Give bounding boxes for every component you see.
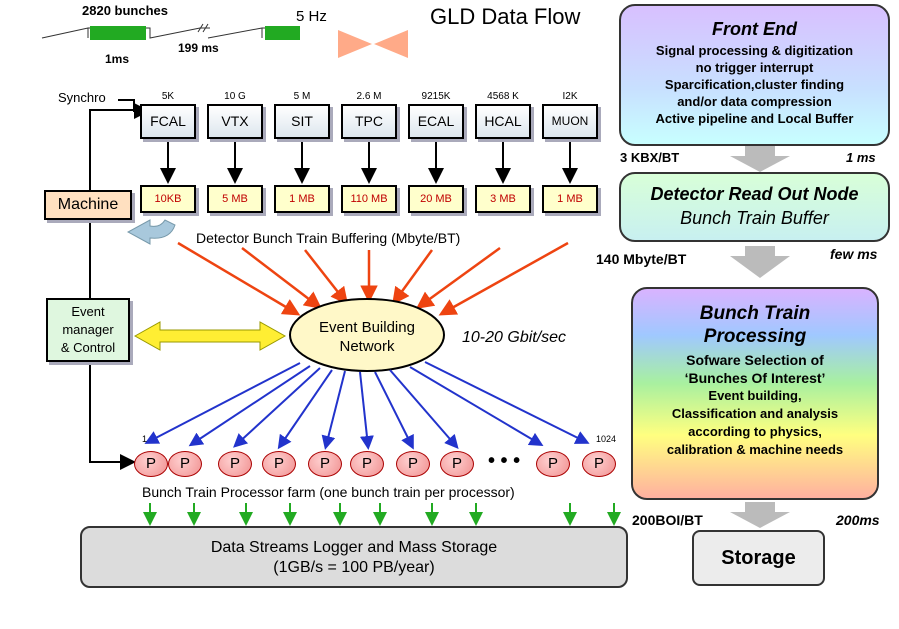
rate-1-left: 3 KBX/BT <box>620 150 680 165</box>
rate-2-left: 140 Mbyte/BT <box>596 251 687 267</box>
detector-arrows <box>160 132 578 184</box>
buffer-hcal: 3 MB <box>475 185 531 213</box>
event-manager-line-3: & Control <box>60 340 116 355</box>
mass-storage-line-2: (1GB/s = 100 PB/year) <box>273 559 435 576</box>
detector-size-ecal: 9215K <box>421 91 451 102</box>
readout-title: Detector Read Out Node <box>650 184 859 204</box>
event-building-network: Event Building Network <box>292 318 442 356</box>
processor: P <box>396 451 430 477</box>
processor: P <box>308 451 342 477</box>
processor: P <box>134 451 168 477</box>
frequency-label: 5 Hz <box>296 8 327 25</box>
detector-size-muon: I2K <box>562 91 578 102</box>
front-end-line-1: Signal processing & digitization <box>655 43 854 58</box>
btp-line-2: Classification and analysis <box>671 406 839 421</box>
detector-ecal: ECAL <box>408 104 464 139</box>
bunch-train-2 <box>265 26 300 40</box>
btp-line-3: according to physics, <box>688 424 822 439</box>
red-arrows <box>177 241 569 316</box>
buffering-label: Detector Bunch Train Buffering (Mbyte/BT… <box>196 230 461 246</box>
front-end-box: Front End Signal processing & digitizati… <box>619 4 890 146</box>
buffer-muon: 1 MB <box>542 185 598 213</box>
detector-size-tpc: 2.6 M <box>356 91 382 102</box>
btp-title-2: Processing <box>703 326 807 347</box>
synchro-label: Synchro <box>58 90 106 105</box>
detector-fcal: FCAL <box>140 104 196 139</box>
detector-hcal: HCAL <box>475 104 531 139</box>
buffer-vtx: 5 MB <box>207 185 263 213</box>
front-end-line-3: Sparcification,cluster finding <box>664 77 845 92</box>
machine-box: Machine <box>44 190 132 220</box>
processor-ellipsis: • • • <box>488 450 521 472</box>
bunch-train-1 <box>90 26 146 40</box>
event-building-line-1: Event Building <box>319 319 415 336</box>
timing-waveform <box>41 23 300 39</box>
train-length-label: 1ms <box>105 52 130 66</box>
event-manager-box: Event manager & Control <box>46 298 130 362</box>
mass-storage-box: Data Streams Logger and Mass Storage (1G… <box>80 526 628 588</box>
processor-farm-label: Bunch Train Processor farm (one bunch tr… <box>142 484 515 500</box>
detector-tpc: TPC <box>341 104 397 139</box>
front-end-title: Front End <box>712 19 797 39</box>
processor: P <box>168 451 202 477</box>
readout-node-box: Detector Read Out Node Bunch Train Buffe… <box>619 172 890 242</box>
event-building-line-2: Network <box>339 338 395 355</box>
network-speed-label: 10-20 Gbit/sec <box>462 329 567 346</box>
detector-sit: SIT <box>274 104 330 139</box>
machine-curve-arrow <box>126 219 176 245</box>
processor-index-last: 1024 <box>596 434 617 444</box>
bowtie-shape <box>338 30 408 58</box>
control-line <box>89 109 136 470</box>
gap-label: 199 ms <box>178 41 219 55</box>
buffer-fcal: 10KB <box>140 185 196 213</box>
buffer-sit: 1 MB <box>274 185 330 213</box>
processor: P <box>440 451 474 477</box>
btp-line-1: Event building, <box>708 388 802 403</box>
rate-3-right: 200ms <box>836 512 880 528</box>
processor: P <box>218 451 252 477</box>
event-building-ellipse <box>289 298 445 372</box>
detector-muon: MUON <box>542 104 598 139</box>
front-end-line-2: no trigger interrupt <box>695 60 814 75</box>
blue-arrows <box>144 361 590 450</box>
detector-vtx: VTX <box>207 104 263 139</box>
rate-1-right: 1 ms <box>846 150 876 165</box>
event-manager-line-1: Event <box>71 304 105 319</box>
processor-index-first: 1 <box>142 434 148 444</box>
mass-storage-line-1: Data Streams Logger and Mass Storage <box>210 539 498 556</box>
bunches-label: 2820 bunches <box>82 3 168 18</box>
processor: P <box>262 451 296 477</box>
bunch-train-processing-box: Bunch Train Processing Sofware Selection… <box>631 287 879 500</box>
detector-size-sit: 5 M <box>293 91 311 102</box>
yellow-double-arrow <box>133 321 287 351</box>
rate-2-right: few ms <box>830 246 878 262</box>
diagram-title: GLD Data Flow <box>430 4 581 29</box>
buffer-tpc: 110 MB <box>341 185 397 213</box>
detector-size-fcal: 5K <box>161 91 175 102</box>
front-end-line-5: Active pipeline and Local Buffer <box>655 111 854 126</box>
green-arrows <box>143 503 621 526</box>
processor: P <box>350 451 384 477</box>
btp-bold-line-1: Sofware Selection of <box>686 352 824 368</box>
btp-bold-line-2: ‘Bunches Of Interest’ <box>684 370 826 386</box>
storage-box: Storage <box>692 530 825 586</box>
readout-sub: Bunch Train Buffer <box>680 208 829 228</box>
event-manager-line-2: manager <box>62 322 114 337</box>
front-end-line-4: and/or data compression <box>677 94 832 109</box>
rate-3-left: 200BOI/BT <box>632 512 703 528</box>
processor: P <box>536 451 570 477</box>
processor: P <box>582 451 616 477</box>
btp-title-1: Bunch Train <box>699 303 811 324</box>
detector-size-hcal: 4568 K <box>487 91 519 102</box>
grey-down-arrows <box>730 146 790 528</box>
buffer-ecal: 20 MB <box>408 185 464 213</box>
btp-line-4: calibration & machine needs <box>666 442 844 457</box>
detector-size-vtx: 10 G <box>224 91 246 102</box>
